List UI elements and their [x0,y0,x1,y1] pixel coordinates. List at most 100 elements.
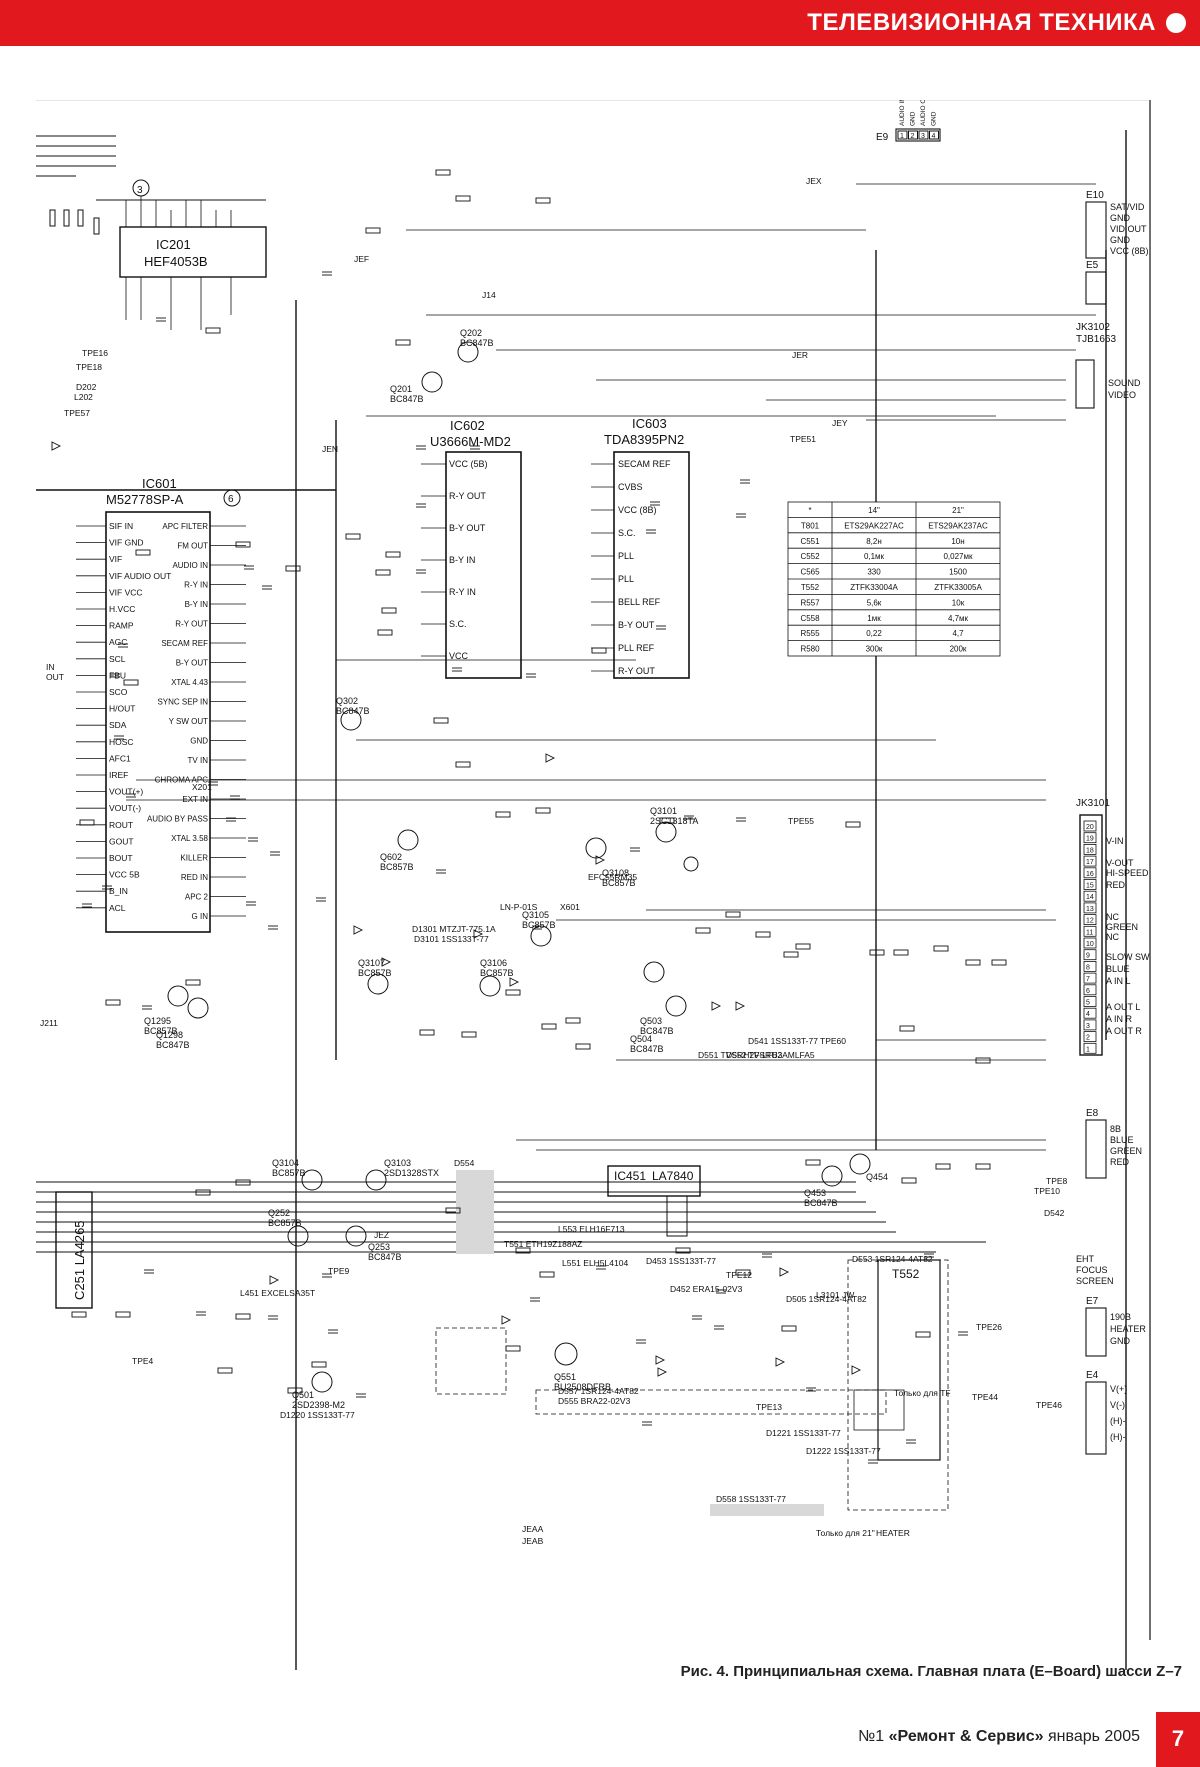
diode-symbol [851,1365,862,1375]
ic601-pin-label: ROUT [109,820,133,830]
parts-table-cell: C558 [800,614,820,623]
transistor-type: BC847B [460,338,494,348]
resistor-symbol [365,227,381,234]
resistor-symbol [535,197,551,204]
ic602-pin-label: R-Y OUT [449,491,486,501]
jk3102-part: TJB1663 [1076,334,1116,345]
e8-label: BLUE [1110,1135,1134,1145]
resistor-symbol [495,811,511,818]
resistor-symbol [735,1269,751,1276]
resistor-symbol [285,565,301,572]
e10-ref: E10 [1086,190,1104,201]
ic601-pin-label: ACL [109,903,126,913]
net-label: TPE44 [972,1392,998,1402]
net-label: L551 ELH5L4104 [562,1258,628,1268]
parts-table-cell: ZTFK33004A [850,583,898,592]
jk3101-pin [1083,867,1097,879]
jk3101-pin [1083,961,1097,972]
resistor-symbol [991,959,1007,966]
jk3101-pin-number: 9 [1086,953,1090,960]
diode-symbol [711,1001,722,1011]
resistor-symbol [205,327,221,334]
net-label: L202 [74,392,93,402]
jk3101-label: V-IN [1106,836,1124,846]
net-label: D554 [454,1158,475,1168]
jk3101-pin-number: 20 [1086,824,1094,831]
e10-label: VCC (8B) [1110,246,1149,256]
jk3101-pin [1083,914,1097,925]
parts-table-cell: C552 [800,552,820,561]
ic601-pin-label: B-Y IN [185,600,209,609]
jk3101-pin-number: 17 [1086,859,1094,866]
net-label: IN [46,662,55,672]
transistor-ref: Q252 [268,1208,290,1218]
resistor-symbol [901,1177,917,1184]
ic601-pin-label: H/OUT [109,704,135,714]
transistor-type: BC857B [380,862,414,872]
net-label: T551 ETH19Z188AZ [504,1239,582,1249]
jk3101-label: A IN R [1106,1014,1133,1024]
net-label: TPE18 [76,362,102,372]
net-label: JEF [354,254,369,264]
net-label: TPE8 [1046,1176,1068,1186]
diode-symbol [779,1267,790,1277]
parts-table-cell: 8,2н [866,537,882,546]
ic601-pin-label: KILLER [180,854,208,863]
ic601-pin-label: IREF [109,770,128,780]
resistor-symbol [725,911,741,918]
jk3101-pin-number: 6 [1086,988,1090,995]
jk3101-pin-number: 10 [1086,941,1094,948]
parts-table-cell: 0,027мк [943,552,973,561]
e9-pin-number: 1 [900,133,904,140]
ehv-label: FOCUS [1076,1265,1108,1275]
transistor-ref: Q3104 [272,1158,299,1168]
parts-table-cell: T552 [801,583,820,592]
diode-symbol [269,1275,280,1285]
parts-table-cell: ETS29AK227AC [844,521,904,530]
ic601-pin-label: AGC [109,637,127,647]
ic603-pin-label: PLL REF [618,643,655,653]
transistor-ref: Q3107 [358,958,385,968]
jk3101-pin [1083,937,1097,949]
e9-pin-number: 3 [921,133,925,140]
jk3101-pin-number: 12 [1086,918,1094,925]
transistor-type: BC857B [480,968,514,978]
transistor-type: BC857B [602,878,636,888]
net-label: JEZ [374,1230,389,1240]
ic603-pin-label: R-Y OUT [618,666,655,676]
jk3101-pin-number: 13 [1086,906,1094,913]
ic603-pin-label: S.C. [618,528,636,538]
resistor-symbol [217,1367,233,1374]
ic601-pin-label: APC 2 [185,893,209,902]
resistor-symbol [933,945,949,952]
net-label: JEAB [522,1536,544,1546]
ic602-pin-label: VCC [449,651,469,661]
ic601-pin-label: H.VCC [109,604,135,614]
ic201-ref: IC201 [156,237,191,252]
jk3101-label: A OUT L [1106,1002,1140,1012]
ic603-pin-label: BELL REF [618,597,661,607]
jk3101-pin [1083,890,1097,902]
net-label: TPE4 [132,1356,154,1366]
resistor-symbol [845,821,861,828]
resistor-symbol [381,607,397,614]
header-dot-icon [1166,13,1186,33]
resistor-symbol [105,999,121,1006]
transistor-ref: Q202 [460,328,482,338]
resistor-symbol [915,1331,931,1338]
transistor-ref: Q201 [390,384,412,394]
e4-label: (H)- [1110,1416,1126,1426]
e9-pin [908,130,918,140]
net-label: TPE26 [976,1322,1002,1332]
transistor-type: BC857B [268,1218,302,1228]
diode-symbol [595,855,606,865]
jk3102-label: VIDEO [1108,390,1136,400]
ic603-ref: IC603 [632,416,667,431]
transistor-ref: Q453 [804,1188,826,1198]
ic601-pin-label: APC FILTER [162,522,208,531]
e9-label: AUDIO IN [899,100,906,126]
jk3101-pin-number: 19 [1086,836,1094,843]
jk3101-label: SLOW SW [1106,952,1150,962]
resistor-symbol [781,1325,797,1332]
e7-label: GND [1110,1336,1131,1346]
